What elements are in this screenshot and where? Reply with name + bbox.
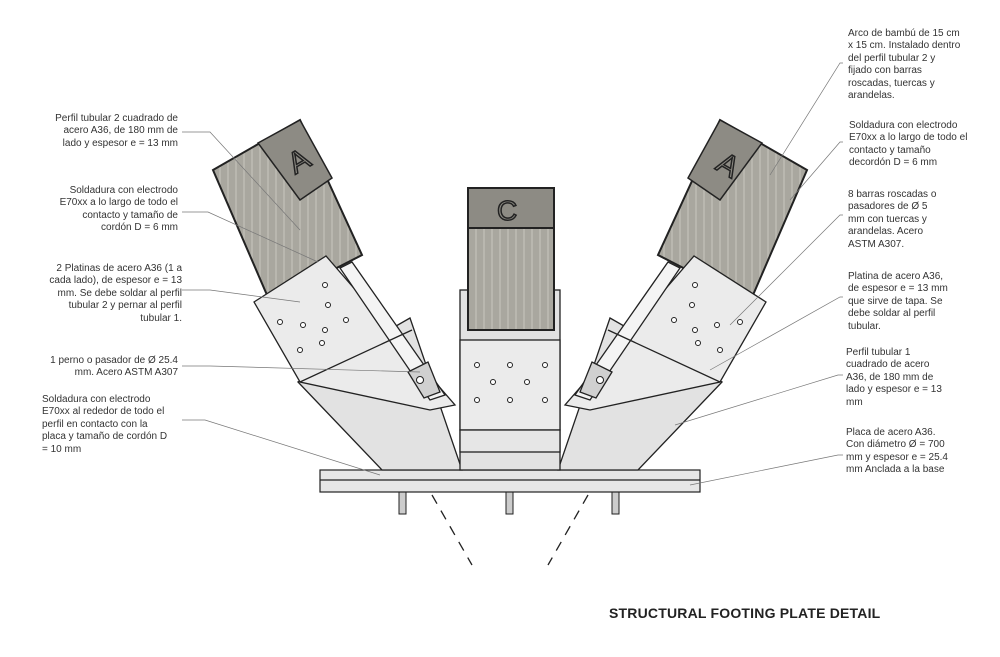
member-letter-center: C (497, 195, 517, 226)
note-line: E70xx a lo largo de todo el (59, 197, 178, 209)
note-line: Arco de bambú de 15 cm (848, 28, 960, 39)
centerlines (431, 494, 589, 566)
left-diagonal-member (211, 118, 463, 471)
note-line: cuadrado de acero (846, 359, 930, 371)
note-line: contacto y tamaño (849, 144, 931, 156)
note-line: A36, de 180 mm de (846, 371, 934, 383)
note-line: debe soldar al perfil (848, 308, 936, 320)
right-diagonal-member (557, 119, 808, 471)
note-line: lado y espesor e = 13 mm (62, 137, 178, 149)
note-line: Soldadura con electrodo (69, 185, 178, 196)
note-line: mm y espesor e = 25.4 (846, 451, 948, 463)
note-line: Perfil tubular 1 (846, 347, 911, 358)
note-line: Con diámetro Ø = 700 (846, 439, 945, 451)
note-line: contacto y tamaño de (82, 209, 178, 221)
note-line: = 10 mm (42, 443, 82, 455)
note-line: fijado con barras (848, 65, 922, 77)
note-line: 8 barras roscadas o (848, 189, 937, 200)
leader-lines (182, 62, 843, 486)
anchor-bolts (398, 489, 620, 515)
note-line: pasadores de Ø 5 (848, 201, 928, 213)
note-line: 1 perno o pasador de Ø 25.4 (50, 355, 178, 366)
note-line: E70xx al rededor de todo el (42, 406, 165, 418)
note-line: del perfil tubular 2 y (848, 52, 936, 64)
note-line: lado y espesor e = 13 (846, 384, 942, 396)
note-line: arandelas. Acero (848, 226, 924, 238)
drawing-title: STRUCTURAL FOOTING PLATE DETAIL (609, 605, 881, 621)
note-line: tubular 1. (140, 312, 182, 324)
note-line: que sirve de tapa. Se (848, 295, 943, 307)
note-line: arandelas. (848, 90, 895, 102)
note-line: Soldadura con electrodo (42, 394, 151, 405)
note-line: mm Anclada a la base (846, 464, 945, 476)
note-right-cap-plate: Platina de acero A36,de espesor e = 13 m… (848, 271, 948, 333)
note-line: mm con tuercas y (848, 213, 927, 225)
note-line: cordón D = 6 mm (101, 222, 178, 234)
note-line: x 15 cm. Instalado dentro (848, 40, 961, 52)
note-line: Soldadura con electrodo (849, 120, 958, 131)
note-line: perfil en contacto con la (42, 418, 148, 430)
note-line: mm. Se debe soldar al perfil (57, 287, 182, 299)
note-line: Platina de acero A36, (848, 271, 944, 282)
note-line: E70xx a lo largo de todo el (849, 132, 968, 144)
note-line: tubular 2 y pernar al perfil (68, 300, 182, 312)
note-line: tubular. (848, 320, 881, 332)
center-member (459, 187, 561, 471)
note-line: acero A36, de 180 mm de (63, 125, 178, 137)
note-line: mm (846, 396, 863, 408)
note-line: ASTM A307. (848, 238, 905, 250)
note-line: Placa de acero A36. (846, 427, 936, 438)
note-line: cada lado), de espesor e = 13 (49, 275, 182, 287)
base-plate (319, 469, 701, 493)
note-line: mm. Acero ASTM A307 (74, 367, 178, 379)
note-line: de espesor e = 13 mm (848, 283, 948, 295)
note-line: roscadas, tuercas y (848, 77, 935, 89)
note-line: Perfil tubular 2 cuadrado de (55, 113, 178, 124)
note-line: 2 Platinas de acero A36 (1 a (56, 263, 182, 274)
note-line: placa y tamaño de cordón D (42, 431, 168, 443)
note-line: decordón D = 6 mm (849, 157, 938, 169)
